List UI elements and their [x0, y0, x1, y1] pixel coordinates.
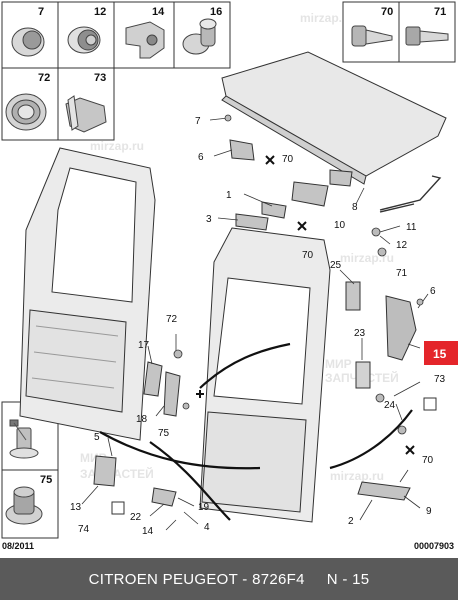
callout-number: 9 — [426, 506, 432, 517]
callout-number: 75 — [158, 428, 170, 439]
date-code: 08/2011 — [2, 541, 35, 551]
box-label: 7 — [38, 6, 44, 18]
nut-clip-icon — [5, 486, 43, 525]
callout-number: 6 — [430, 286, 436, 297]
box-label: 14 — [152, 6, 165, 18]
callout-number: 12 — [396, 240, 408, 251]
handle-parts — [93, 139, 411, 507]
callout-number: 19 — [198, 502, 210, 513]
box-label: 70 — [381, 6, 393, 18]
bracket-clip-icon — [125, 21, 165, 59]
watermark-text: mirzap.ru — [90, 139, 144, 153]
footer-brand: CITROEN PEUGEOT - 8726F4 — [88, 570, 305, 588]
callout-number: 5 — [94, 432, 100, 443]
push-rivet-icon — [182, 18, 217, 55]
footer-part-number: N - 15 — [326, 570, 370, 588]
strut-cable — [379, 175, 442, 213]
callout-number: 1 — [226, 190, 232, 201]
expansion-clip-icon — [65, 95, 107, 133]
watermark-text: mirzap.ru — [300, 11, 354, 25]
lead-arcs — [99, 342, 413, 521]
callout-number: 11 — [406, 222, 417, 233]
box-label: 72 — [38, 72, 50, 84]
callout-number: 74 — [78, 524, 90, 535]
callout-numbers: 7 6 70 1 8 10 3 11 12 70 71 25 6 23 15 7… — [70, 116, 458, 537]
callout-number: 17 — [138, 340, 150, 351]
watermark-text: mirzap.ru — [330, 469, 384, 483]
highlight-callout-box — [424, 341, 458, 365]
leader-squares — [111, 397, 437, 515]
parts-diagram: mirzap.ru МИР ЗАПЧАСТЕЙ mirzap.ru МИР ЗА… — [1, 1, 458, 539]
callout-number: 6 — [198, 152, 204, 163]
callout-number: 72 — [166, 314, 178, 325]
callout-number: 70 — [282, 154, 294, 165]
callout-number: 10 — [334, 220, 346, 231]
callout-number: 70 — [302, 250, 314, 261]
bolt-icon — [405, 26, 449, 46]
leader-lines — [81, 117, 429, 531]
callout-number: 18 — [136, 414, 148, 425]
callout-number: 13 — [70, 502, 82, 513]
screw-icon — [351, 25, 393, 47]
roof-panel — [221, 51, 447, 185]
callout-number: 70 — [422, 455, 434, 466]
box-label: 16 — [210, 6, 222, 18]
left-door — [19, 147, 156, 441]
callout-number: 3 — [206, 214, 212, 225]
callout-number: 8 — [352, 202, 358, 213]
cap-nut-icon — [11, 27, 45, 57]
box-label: 71 — [434, 6, 446, 18]
small-fasteners — [173, 114, 424, 435]
watermark-text: МИР — [325, 357, 352, 371]
fastener-crosses — [196, 155, 415, 455]
plug-icon — [5, 93, 47, 131]
box-label: 75 — [40, 474, 52, 486]
callout-number: 25 — [330, 260, 342, 271]
rivet-icon — [9, 419, 39, 459]
callout-number: 22 — [130, 512, 142, 523]
callout-number: 7 — [195, 116, 201, 127]
callout-number: 14 — [142, 526, 154, 537]
callout-number: 23 — [354, 328, 366, 339]
reference-code: 00007903 — [413, 541, 454, 551]
watermark-text: ЗАПЧАСТЕЙ — [80, 466, 154, 481]
callout-number: 71 — [396, 268, 408, 279]
highlight-callout: 15 — [433, 347, 447, 361]
right-door — [199, 227, 331, 523]
callout-number: 2 — [348, 516, 354, 527]
callout-number: 4 — [204, 522, 210, 533]
parts-box-labels: 7 12 14 16 72 73 — [38, 6, 222, 84]
grommet-icon — [67, 26, 101, 54]
footer-bar: CITROEN PEUGEOT - 8726F4 N - 15 — [0, 558, 458, 600]
callout-number: 24 — [384, 400, 396, 411]
box-label: 12 — [94, 6, 106, 18]
box-label: 73 — [94, 72, 106, 84]
callout-number: 73 — [434, 374, 446, 385]
